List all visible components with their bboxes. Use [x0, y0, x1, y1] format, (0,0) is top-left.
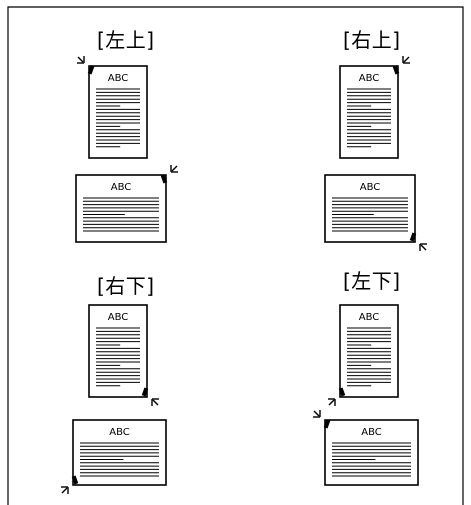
heading-bottom-left: [左下] — [343, 269, 401, 293]
doc-title-text: ABC — [108, 73, 129, 84]
staple-indicator-ticks — [402, 56, 410, 64]
doc-title-text: ABC — [109, 427, 130, 438]
staple-indicator-ticks — [170, 165, 178, 173]
staple-indicator-ticks — [61, 486, 69, 494]
doc-title-text: ABC — [108, 312, 129, 323]
staple-indicator-ticks — [419, 243, 427, 251]
staple-mark — [338, 387, 346, 397]
doc-title-text: ABC — [361, 427, 382, 438]
doc-bottom-right-landscape: ABC — [61, 419, 167, 494]
doc-top-right-portrait: ABC — [339, 56, 410, 159]
staple-mark — [141, 387, 149, 397]
staple-mark — [71, 475, 79, 485]
staple-mark — [87, 65, 95, 75]
doc-bottom-left-landscape: ABC — [313, 410, 419, 486]
doc-title-text: ABC — [359, 73, 380, 84]
staple-mark — [392, 65, 400, 75]
doc-top-left-landscape: ABC — [75, 165, 178, 243]
staple-indicator-ticks — [328, 398, 336, 406]
doc-bottom-right-portrait: ABC — [88, 304, 159, 406]
doc-title-text: ABC — [359, 312, 380, 323]
doc-title-text: ABC — [360, 182, 381, 193]
doc-top-left-portrait: ABC — [77, 56, 148, 159]
heading-bottom-right: [右下] — [97, 274, 155, 298]
staple-indicator-ticks — [313, 410, 321, 418]
heading-top-left: [左上] — [97, 28, 155, 52]
doc-bottom-left-portrait: ABC — [328, 304, 399, 406]
doc-top-right-landscape: ABC — [324, 174, 427, 251]
staple-mark — [409, 232, 417, 242]
document-illustrations: ABC ABC ABC ABC ABC ABC ABC ABC — [61, 56, 427, 494]
staple-indicator-ticks — [77, 56, 85, 64]
doc-title-text: ABC — [111, 182, 132, 193]
heading-top-right: [右上] — [343, 28, 401, 52]
staple-mark — [323, 419, 331, 429]
staple-indicator-ticks — [151, 398, 159, 406]
staple-mark — [160, 174, 168, 184]
